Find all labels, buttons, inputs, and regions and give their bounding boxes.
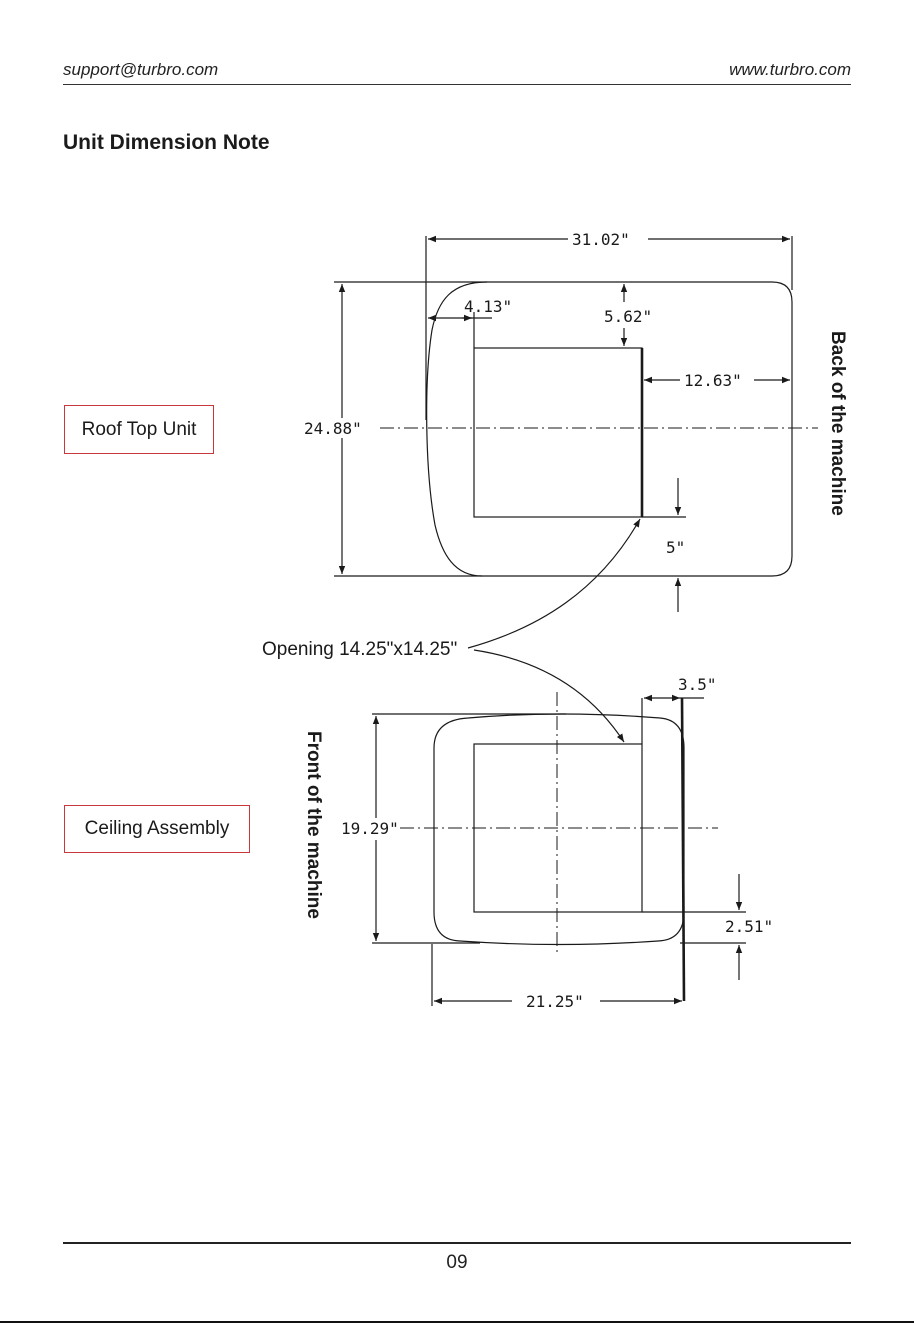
ceiling-assembly-outline (434, 714, 684, 945)
dim-ceiling-right-offset: 3.5" (678, 675, 717, 694)
back-of-machine-label: Back of the machine (827, 331, 848, 516)
roof-opening-rect (474, 348, 642, 517)
dim-ceiling-bottom-offset: 2.51" (725, 917, 773, 936)
dim-overall-depth: 24.88" (304, 419, 362, 438)
page-bottom-edge (0, 1321, 914, 1323)
dim-top-offset: 5.62" (604, 307, 652, 326)
dim-ceiling-width: 21.25" (526, 992, 584, 1011)
dim-ceiling-depth: 19.29" (341, 819, 399, 838)
footer-divider (63, 1242, 851, 1244)
dim-right-offset: 12.63" (684, 371, 742, 390)
dim-bottom-offset: 5" (666, 538, 685, 557)
opening-label: Opening 14.25"x14.25" (262, 639, 457, 660)
opening-leader-ceiling (474, 650, 624, 742)
page-number: 09 (0, 1252, 914, 1274)
dim-left-offset: 4.13" (464, 297, 512, 316)
opening-leader-roof (468, 519, 640, 648)
roof-unit-outline (427, 282, 792, 576)
front-of-machine-label: Front of the machine (303, 731, 324, 919)
dim-overall-width: 31.02" (572, 230, 630, 249)
